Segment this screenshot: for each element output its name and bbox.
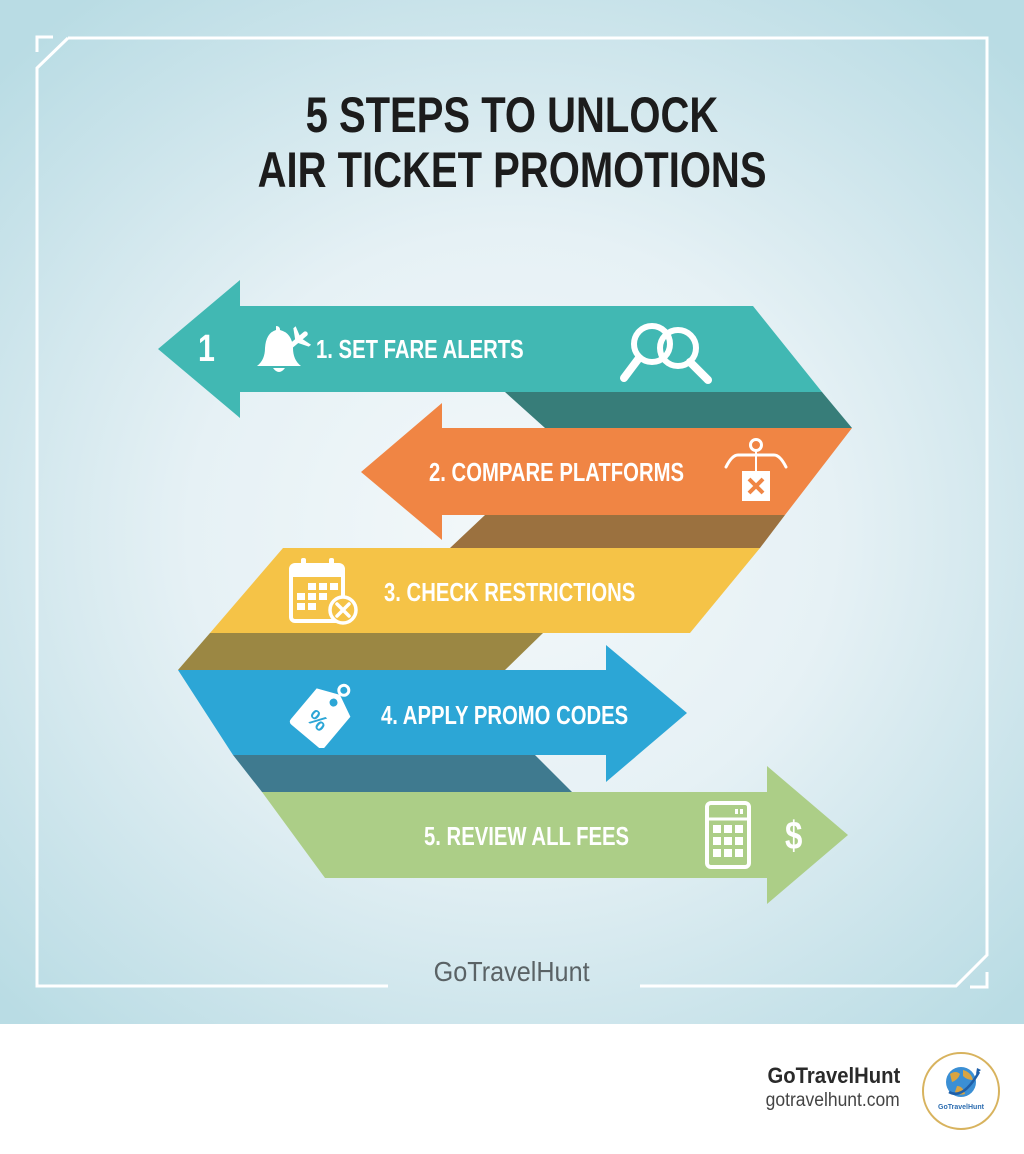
step3-label: 3. CHECK RESTRICTIONS xyxy=(384,577,636,607)
decorative-frame xyxy=(0,0,1024,1024)
step4-shadow-band xyxy=(233,755,572,792)
step1-label: 1. SET FARE ALERTS xyxy=(316,334,524,364)
calendar-x-icon xyxy=(289,558,358,625)
step1-shadow-band xyxy=(505,392,852,428)
step2-shadow-band xyxy=(450,515,785,548)
poster-watermark: GoTravelHunt xyxy=(434,956,590,987)
step5-arrow xyxy=(262,766,848,904)
step5-label: 5. REVIEW ALL FEES xyxy=(424,821,630,851)
footer-brand-url[interactable]: gotravelhunt.com xyxy=(765,1090,900,1111)
infographic-poster: 5 STEPS TO UNLOCK AIR TICKET PROMOTIONS … xyxy=(0,0,1024,1024)
bell-plane-icon xyxy=(257,326,312,372)
globe-plane-icon xyxy=(946,1067,981,1097)
logo-text: GoTravelHunt xyxy=(938,1104,984,1111)
footer-brand-name: GoTravelHunt xyxy=(767,1063,900,1088)
dollar-icon: $ xyxy=(785,814,803,858)
step4-label: 4. APPLY PROMO CODES xyxy=(381,700,629,730)
step4-arrow xyxy=(178,645,687,782)
step3-shadow-band xyxy=(178,633,543,670)
title-line-1: 5 STEPS TO UNLOCK xyxy=(305,87,719,143)
step1-arrow xyxy=(158,280,822,418)
hanger-tag-x-icon xyxy=(724,438,788,501)
footer-brand: GoTravelHunt gotravelhunt.com xyxy=(754,1063,900,1113)
brand-logo: GoTravelHunt xyxy=(922,1052,1000,1130)
steps-zigzag-arrows xyxy=(158,280,852,904)
step2-arrow xyxy=(361,403,852,540)
calculator-icon xyxy=(705,801,751,869)
step1-badge-number: 1 xyxy=(198,328,215,370)
title-line-2: AIR TICKET PROMOTIONS xyxy=(257,142,767,198)
percent-tag-icon: % xyxy=(289,683,351,748)
magnifying-glasses-icon xyxy=(620,323,712,384)
step2-label: 2. COMPARE PLATFORMS xyxy=(429,457,685,487)
